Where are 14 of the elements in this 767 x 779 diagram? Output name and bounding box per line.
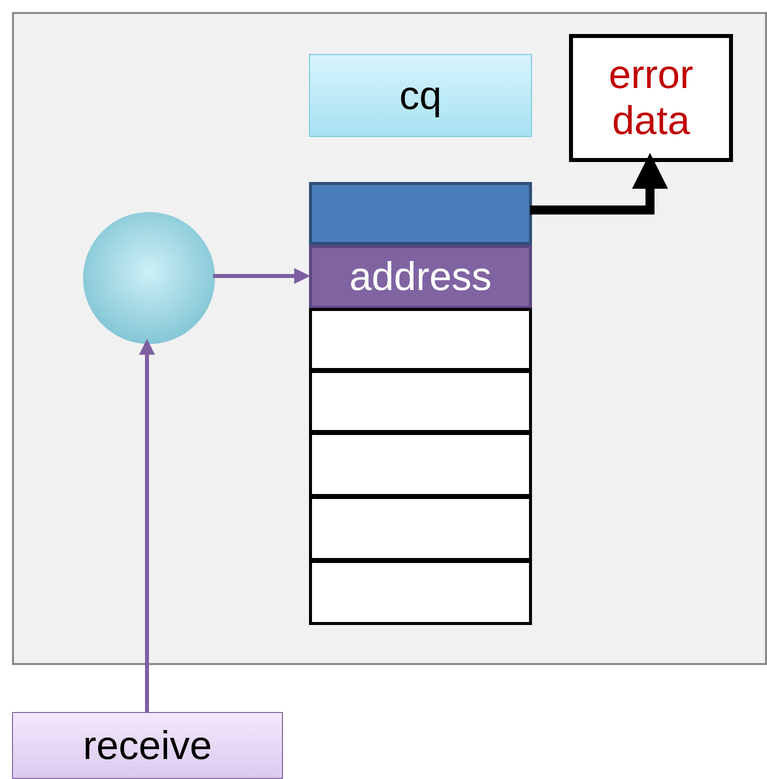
- queue-entry: address: [309, 245, 532, 309]
- queue-entry: [309, 560, 532, 625]
- arrow: [213, 268, 310, 284]
- queue-entry: [309, 432, 532, 497]
- arrow: [139, 338, 155, 712]
- queue-label-box: cq: [309, 54, 532, 137]
- arrow: [530, 152, 668, 214]
- queue-entry: [309, 370, 532, 433]
- queue-entry: [309, 308, 532, 371]
- queue-entry: [309, 496, 532, 561]
- data-box: error data: [569, 34, 733, 162]
- panel-background: [12, 12, 767, 665]
- queue-entry: [309, 182, 532, 245]
- action-box: receive: [12, 712, 283, 779]
